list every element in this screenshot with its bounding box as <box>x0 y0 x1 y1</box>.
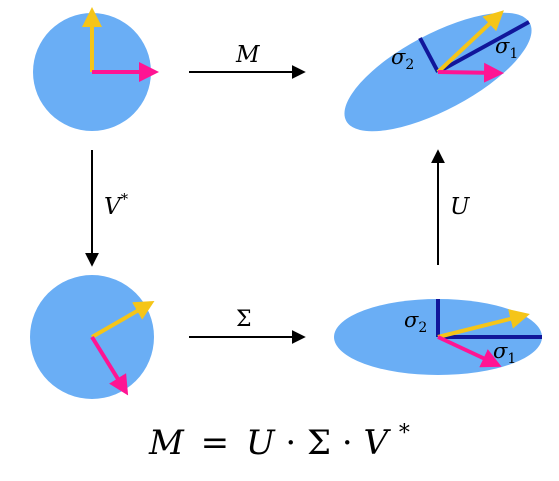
map-label-U: U <box>450 194 471 220</box>
map-label-V: V* <box>104 190 129 220</box>
sigma1-label-top: σ1 <box>495 34 518 62</box>
sigma2-label-top: σ2 <box>391 45 414 73</box>
vector-yellow-final <box>436 10 504 74</box>
rotated-circle-bottom-left <box>30 275 155 399</box>
vector-yellow-rotated <box>91 301 155 339</box>
ellipse-shape <box>344 12 532 132</box>
sigma1-axis-top <box>437 20 530 74</box>
vector-yellow-scaled <box>437 309 530 339</box>
map-label-Sigma: Σ <box>236 307 252 332</box>
sigma2-label-bottom: σ2 <box>404 308 427 336</box>
rotated-ellipse-top-right: σ2 σ1 <box>344 10 532 132</box>
unit-circle-top-left <box>33 7 159 131</box>
arrow-right-U: U <box>431 149 471 265</box>
vector-magenta-final <box>437 62 504 83</box>
arrow-top-M: M <box>189 42 306 79</box>
vector-magenta-rotated <box>90 335 129 396</box>
vector-magenta-scaled <box>437 335 502 368</box>
svd-equation: M = U · Σ · V * <box>148 421 410 463</box>
arrow-bottom-Sigma: Σ <box>189 307 306 344</box>
sigma1-label-bottom: σ1 <box>493 339 516 367</box>
map-label-M: M <box>235 42 261 68</box>
arrow-left-V: V* <box>85 150 129 267</box>
sigma2-axis-top <box>418 37 440 73</box>
scaled-ellipse-bottom-right: σ2 σ1 <box>334 299 542 375</box>
